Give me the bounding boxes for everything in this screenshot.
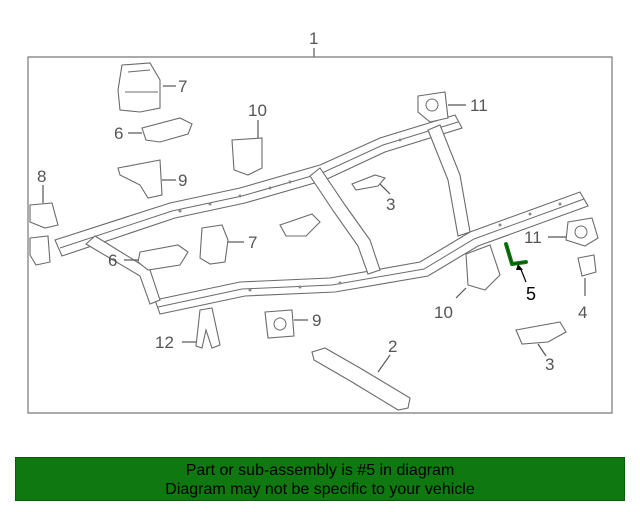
- callout-9b[interactable]: 9: [312, 311, 321, 330]
- part-6-top[interactable]: [141, 117, 193, 143]
- part-8[interactable]: [29, 202, 59, 229]
- part-8-lower: [29, 235, 51, 266]
- part-10-top[interactable]: [231, 137, 263, 176]
- cross-member-mid: [309, 167, 381, 275]
- frame-rail-right-detail: [157, 198, 585, 308]
- part-10-lower[interactable]: [465, 244, 501, 291]
- callout-6a[interactable]: 6: [114, 124, 123, 143]
- part-7-top[interactable]: [117, 62, 161, 113]
- frame-rail-right: [154, 191, 589, 315]
- part-3-upper[interactable]: [351, 174, 386, 191]
- banner-line-1: Part or sub-assembly is #5 in diagram: [185, 462, 455, 479]
- callout-9a[interactable]: 9: [178, 171, 187, 190]
- info-banner: Part or sub-assembly is #5 in diagram Di…: [15, 457, 625, 501]
- callout-8[interactable]: 8: [37, 167, 46, 186]
- callout-7a[interactable]: 7: [178, 77, 187, 96]
- part-12[interactable]: [195, 307, 221, 349]
- banner-line-2: Diagram may not be specific to your vehi…: [165, 481, 475, 498]
- callout-11b[interactable]: 11: [524, 228, 542, 247]
- part-9-top[interactable]: [117, 159, 163, 199]
- part-11-lower[interactable]: [565, 217, 599, 247]
- callout-5[interactable]: 5: [526, 284, 536, 304]
- callout-3b[interactable]: 3: [545, 355, 554, 374]
- part-7-top-detail: [125, 69, 158, 93]
- part-3-lower[interactable]: [515, 321, 567, 345]
- part-4[interactable]: [577, 254, 597, 277]
- callout-1[interactable]: 1: [309, 29, 318, 48]
- part-6-lower[interactable]: [137, 244, 189, 271]
- callout-10b[interactable]: 10: [434, 303, 453, 322]
- callout-4[interactable]: 4: [578, 303, 587, 322]
- callout-3a-leader: [379, 183, 391, 195]
- callout-10b-leader: [455, 287, 467, 299]
- callout-12[interactable]: 12: [155, 333, 174, 352]
- callout-6b[interactable]: 6: [108, 251, 117, 270]
- part-5-outline: [505, 243, 527, 265]
- frame-rail-left-detail: [59, 121, 459, 249]
- diagram-panel: [27, 56, 613, 414]
- part-7-lower[interactable]: [199, 224, 229, 265]
- callout-10a[interactable]: 10: [248, 101, 267, 120]
- callout-3a[interactable]: 3: [386, 195, 395, 214]
- callout-11a[interactable]: 11: [470, 96, 488, 115]
- part-9-lower[interactable]: [264, 309, 295, 339]
- part-2[interactable]: [311, 347, 411, 411]
- callout-2[interactable]: 2: [388, 337, 397, 356]
- part-11-top[interactable]: [417, 91, 449, 123]
- frame-rail-left: [54, 114, 463, 257]
- bracket-center[interactable]: [279, 213, 321, 237]
- cross-member-rear: [427, 124, 471, 237]
- rail-rivets: [178, 138, 562, 292]
- callout-2-leader: [377, 354, 391, 373]
- callout-5-arrow: [516, 264, 523, 270]
- callout-7b[interactable]: 7: [248, 233, 257, 252]
- callout-3b-leader: [537, 343, 547, 357]
